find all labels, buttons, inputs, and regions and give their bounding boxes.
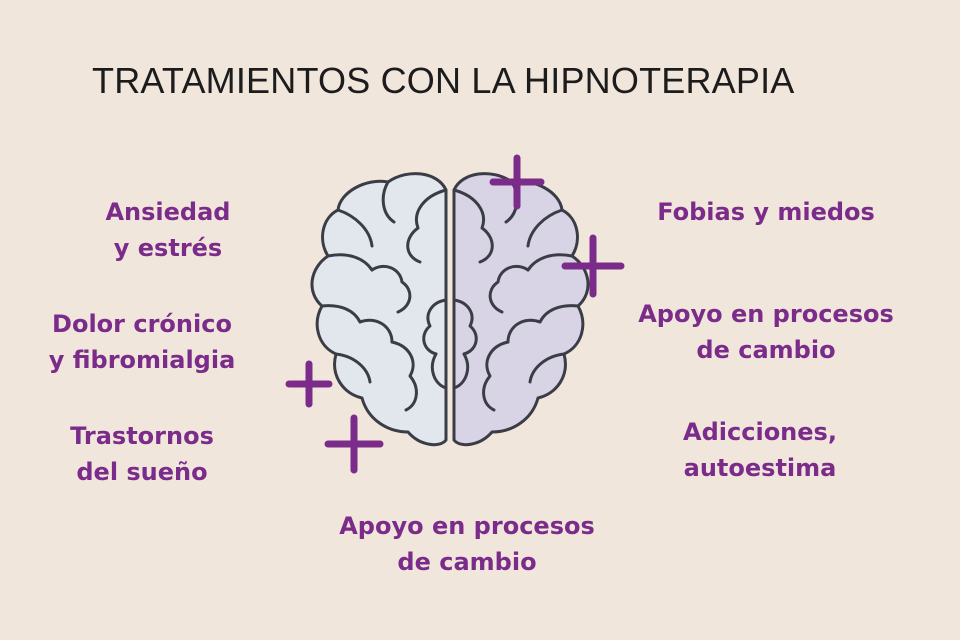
label-line: Dolor crónico	[52, 310, 232, 338]
label-line: y fibromialgia	[48, 346, 236, 374]
treatment-label-apoyo-bottom: Apoyo en procesos de cambio	[337, 508, 597, 580]
label-line: de cambio	[397, 548, 537, 576]
brain-right-hemisphere	[452, 172, 590, 447]
plus-sparkle-icon	[285, 360, 333, 408]
label-line: Adicciones,	[683, 418, 837, 446]
treatment-label-ansiedad: Ansiedad y estrés	[48, 194, 288, 266]
brain-icon	[310, 172, 590, 447]
brain-left-hemisphere	[310, 172, 448, 447]
plus-sparkle-icon	[324, 414, 384, 474]
sparkle-decorations	[285, 154, 625, 474]
label-line: de cambio	[696, 336, 836, 364]
label-line: y estrés	[113, 234, 223, 262]
treatment-label-apoyo-right: Apoyo en procesos de cambio	[636, 296, 896, 368]
treatment-label-fobias: Fobias y miedos	[636, 194, 896, 230]
label-line: autoestima	[683, 454, 837, 482]
brain-folds	[320, 180, 580, 412]
label-line: Ansiedad	[105, 198, 231, 226]
label-line: Fobias y miedos	[657, 198, 875, 226]
label-line: del sueño	[76, 458, 208, 486]
treatment-label-dolor: Dolor crónico y fibromialgia	[22, 306, 262, 378]
page-title: TRATAMIENTOS CON LA HIPNOTERAPIA	[92, 60, 795, 101]
label-line: Trastornos	[70, 422, 214, 450]
plus-sparkle-icon	[561, 234, 625, 298]
label-line: Apoyo en procesos	[638, 300, 894, 328]
treatment-label-adicciones: Adicciones, autoestima	[630, 414, 890, 486]
treatment-label-sueno: Trastornos del sueño	[22, 418, 262, 490]
label-line: Apoyo en procesos	[339, 512, 595, 540]
plus-sparkle-icon	[489, 154, 545, 210]
